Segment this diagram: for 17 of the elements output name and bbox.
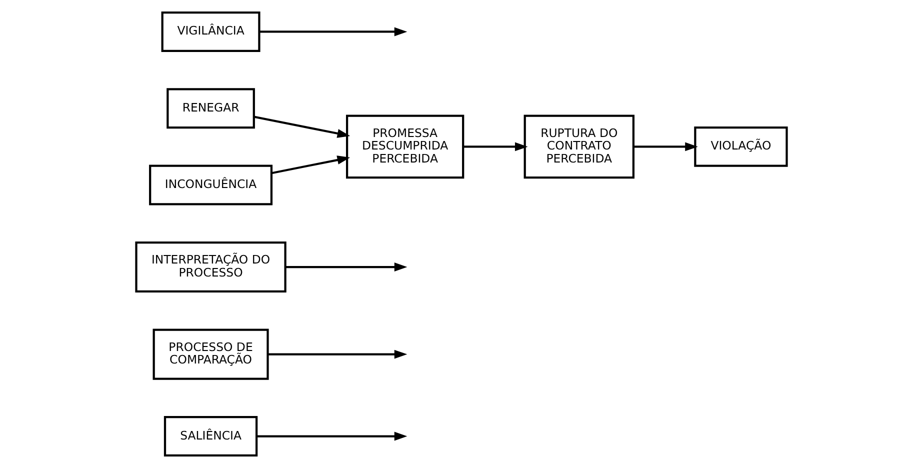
node-box: INTERPRETAÇÃO DO PROCESSO [134, 241, 286, 293]
arrow [633, 142, 698, 152]
arrow [284, 262, 407, 272]
arrow [256, 432, 407, 441]
node-box: VIGILÂNCIA [160, 12, 260, 52]
arrow [253, 116, 350, 138]
arrow [258, 27, 407, 36]
arrow [267, 350, 407, 359]
arrow [462, 142, 528, 152]
node-box: SALIÊNCIA [163, 416, 258, 456]
node-box: VIOLAÇÃO [694, 126, 788, 167]
arrow [270, 156, 350, 174]
node-box: RUPTURA DO CONTRATO PERCEBIDA [523, 114, 634, 179]
node-box: PROMESSA DESCUMPRIDA PERCEBIDA [346, 114, 464, 179]
node-box: RENEGAR [166, 88, 254, 129]
node-box: PROCESSO DE COMPARAÇÃO [152, 328, 268, 380]
node-box: INCONGUÊNCIA [148, 164, 272, 206]
